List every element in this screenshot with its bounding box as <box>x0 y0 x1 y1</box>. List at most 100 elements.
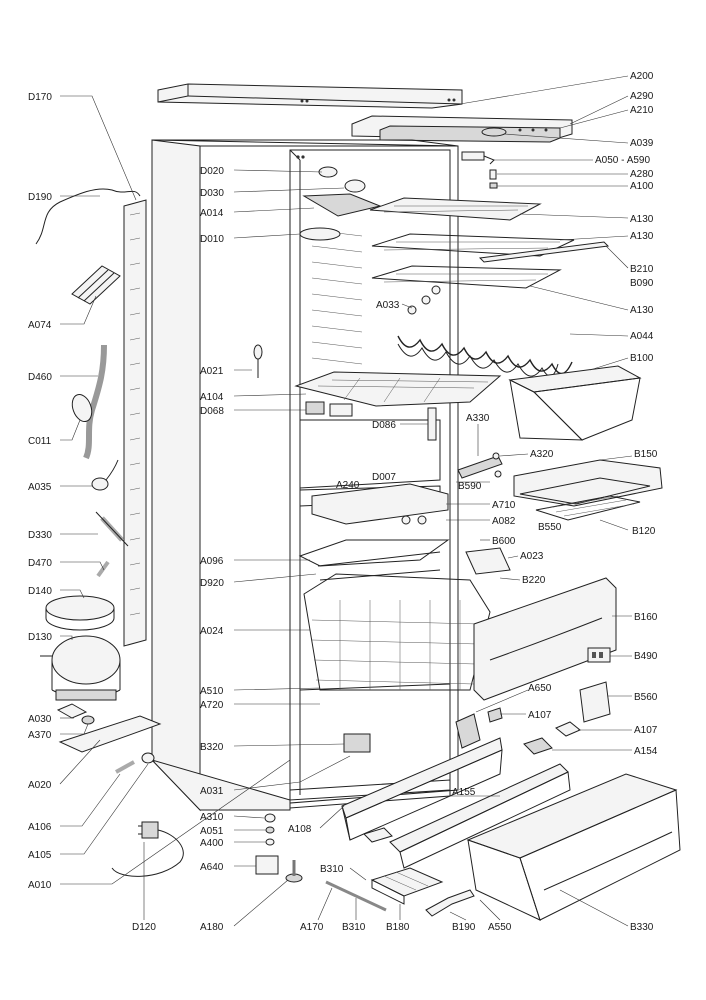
part-a031 <box>343 733 371 753</box>
label-a107: A107 <box>634 725 658 736</box>
part-d068 <box>305 401 325 415</box>
label-a107: A107 <box>528 710 552 721</box>
label-b310: B310 <box>342 922 366 933</box>
part-d010 <box>299 227 341 241</box>
part-a154 <box>523 737 553 755</box>
label-a020: A020 <box>28 780 52 791</box>
label-a720: A720 <box>200 700 224 711</box>
tubes-a074 <box>71 265 121 305</box>
label-d030: D030 <box>200 188 224 199</box>
label-a640: A640 <box>200 862 224 873</box>
label-a014: A014 <box>200 208 224 219</box>
part-b310 <box>325 880 387 912</box>
label-a096: A096 <box>200 556 224 567</box>
scraper-b190 <box>425 889 475 917</box>
label-b560: B560 <box>634 692 658 703</box>
knobs-a033 <box>407 285 441 315</box>
part-drawings <box>35 83 681 921</box>
label-a010: A010 <box>28 880 52 891</box>
label-b550: B550 <box>538 522 562 533</box>
label-a154: A154 <box>634 746 658 757</box>
label-a100: A100 <box>630 181 654 192</box>
label-a650: A650 <box>528 683 552 694</box>
label-a330: A330 <box>466 413 490 424</box>
label-a035: A035 <box>28 482 52 493</box>
part-d086 <box>427 407 437 441</box>
part-a107b <box>555 721 581 737</box>
part-a170 <box>363 827 393 843</box>
label-a106: A106 <box>28 822 52 833</box>
drawer-a550 <box>466 773 681 921</box>
label-b320: B320 <box>200 742 224 753</box>
label-a039: A039 <box>630 138 654 149</box>
part-a105 <box>141 752 155 764</box>
label-b330: B330 <box>630 922 654 933</box>
top-cover-a200 <box>157 83 463 109</box>
shelf-a130-1 <box>369 197 542 221</box>
label-a023: A023 <box>520 551 544 562</box>
shelf-a130-3 <box>371 265 562 289</box>
label-a210: A210 <box>630 105 654 116</box>
part-d068b <box>329 403 353 417</box>
compressor-d130 <box>40 635 121 701</box>
part-d470 <box>96 560 110 578</box>
label-b180: B180 <box>386 922 410 933</box>
shelf-a130-2 <box>371 233 575 257</box>
wire-d190 <box>35 188 141 245</box>
part-b490 <box>587 647 611 663</box>
label-a240: A240 <box>336 480 360 491</box>
label-c011: C011 <box>28 436 52 447</box>
label-a200: A200 <box>630 71 654 82</box>
label-d068: D068 <box>200 406 224 417</box>
label-d170: D170 <box>28 92 52 103</box>
label-a021: A021 <box>200 366 224 377</box>
label-a074: A074 <box>28 320 52 331</box>
label-a130: A130 <box>630 214 654 225</box>
label-a310: A310 <box>200 812 224 823</box>
label-a030: A030 <box>28 714 52 725</box>
label-a044: A044 <box>630 331 654 342</box>
label-a370: A370 <box>28 730 52 741</box>
control-panel-a290 <box>351 115 573 143</box>
part-a021 <box>253 344 263 378</box>
label-d007: D007 <box>372 472 396 483</box>
label-a031: A031 <box>200 786 224 797</box>
label-a051: A051 <box>200 826 224 837</box>
part-a106 <box>115 760 135 774</box>
lamp-assembly-d020 <box>302 166 382 217</box>
label-a033: A033 <box>376 300 400 311</box>
drawer-a240 <box>311 483 449 525</box>
label-a024: A024 <box>200 626 224 637</box>
label-a050-a590: A050 - A590 <box>595 155 650 166</box>
label-a290: A290 <box>630 91 654 102</box>
label-a710: A710 <box>492 500 516 511</box>
label-b590: B590 <box>458 481 482 492</box>
label-a082: A082 <box>492 516 516 527</box>
power-cord-a010 <box>111 821 184 877</box>
hinge-a650 <box>455 713 481 749</box>
label-d086: D086 <box>372 420 396 431</box>
leader-lines <box>59 75 633 927</box>
part-d330 <box>95 511 129 547</box>
small-parts-a050 <box>461 151 498 189</box>
label-b150: B150 <box>634 449 658 460</box>
label-b090: B090 <box>630 278 654 289</box>
label-b310: B310 <box>320 864 344 875</box>
drip-tray-d140 <box>45 595 115 631</box>
part-a107 <box>487 707 503 723</box>
label-a105: A105 <box>28 850 52 861</box>
freezer-shelf-a096 <box>298 539 450 581</box>
plinth-a155 <box>341 737 503 841</box>
glass-shelf-a104 <box>294 371 502 407</box>
label-d140: D140 <box>28 586 52 597</box>
door-gasket-d170 <box>123 199 147 647</box>
label-a108: A108 <box>288 824 312 835</box>
label-a180: A180 <box>200 922 224 933</box>
label-d460: D460 <box>28 372 52 383</box>
label-d130: D130 <box>28 632 52 643</box>
label-d190: D190 <box>28 192 52 203</box>
label-a510: A510 <box>200 686 224 697</box>
label-a130: A130 <box>630 305 654 316</box>
ice-tray-b180 <box>370 867 444 905</box>
